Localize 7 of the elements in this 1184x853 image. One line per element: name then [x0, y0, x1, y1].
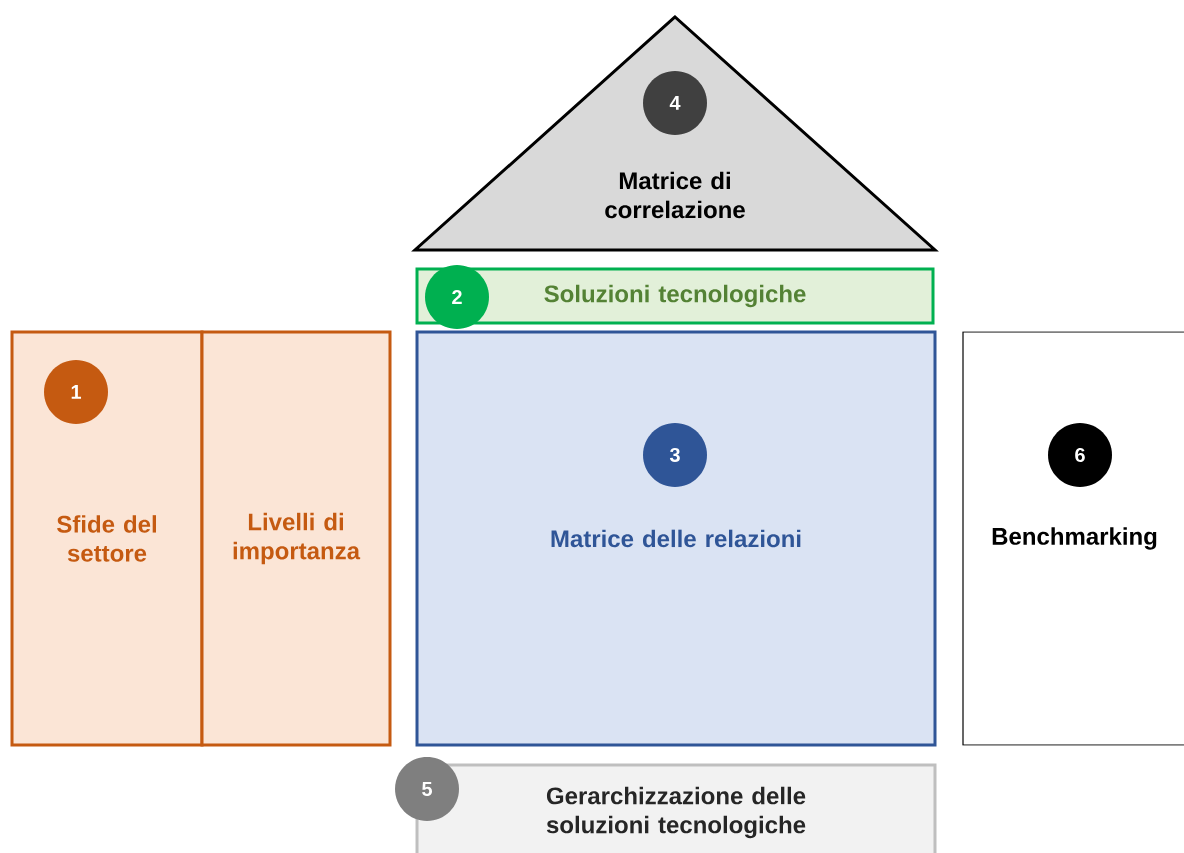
number-badge: 6	[1048, 423, 1112, 487]
column-box: Livelli di importanza	[200, 330, 392, 747]
number-badge: 3	[643, 423, 707, 487]
number-badge: 4	[643, 71, 707, 135]
number-badge: 1	[44, 360, 108, 424]
number-badge: 5	[395, 757, 459, 821]
number-badge: 2	[425, 265, 489, 329]
